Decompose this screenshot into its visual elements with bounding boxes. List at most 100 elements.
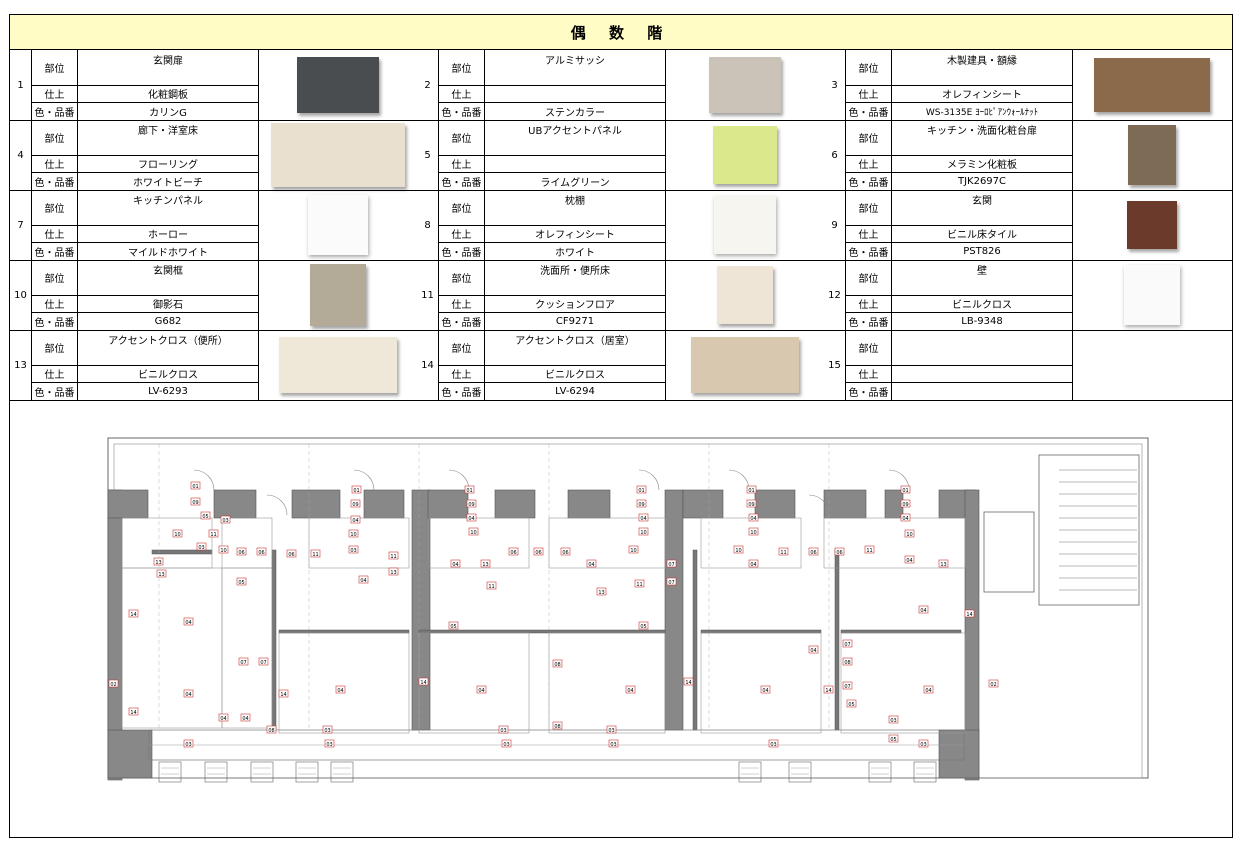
finish-tag-box	[266, 725, 277, 734]
block-divider	[10, 400, 417, 401]
finish-tag-label: 04	[352, 518, 358, 524]
finish-label: 仕上	[846, 85, 892, 102]
row-divider	[32, 172, 259, 173]
finish-tag-box	[450, 559, 461, 568]
finish-tag: 01	[190, 481, 201, 490]
finish-tag-label: 06	[288, 552, 294, 558]
finish-value: メラミン化粧板	[892, 155, 1073, 172]
finish-tag: 04	[748, 559, 759, 568]
finish-tag-box	[258, 657, 269, 666]
finish-tag-box	[733, 545, 744, 554]
finish-tag: 03	[324, 739, 335, 748]
finish-tag-label: 13	[390, 570, 396, 576]
ac-unit	[788, 761, 812, 783]
finish-tag-label: 04	[242, 716, 248, 722]
part-label: 部位	[846, 120, 892, 155]
finish-tag-label: 09	[748, 502, 754, 508]
finish-tag: 04	[240, 713, 251, 722]
finish-tag-box	[625, 685, 636, 694]
ac-unit	[868, 761, 892, 783]
finish-tag-label: 05	[450, 624, 456, 630]
finish-tag-label: 06	[836, 550, 842, 556]
color-value: ホワイトビーチ	[78, 172, 259, 190]
finish-tag-box	[636, 485, 647, 494]
finish-tag-label: 04	[627, 688, 633, 694]
part-label: 部位	[846, 260, 892, 295]
finish-tag: 07	[258, 657, 269, 666]
finish-tag-label: 08	[268, 728, 274, 734]
finish-tag-label: 04	[810, 648, 816, 654]
finish-tag-label: 04	[337, 688, 343, 694]
finish-tag-box	[476, 685, 487, 694]
row-divider	[32, 242, 259, 243]
row-divider	[846, 242, 1073, 243]
finish-tag-label: 10	[470, 530, 476, 536]
item-number: 13	[10, 330, 32, 400]
color-label: 色・品番	[439, 382, 485, 400]
finish-tag: 10	[748, 527, 759, 536]
finish-tag: 03	[501, 739, 512, 748]
finish-tag-box	[236, 577, 247, 586]
finish-tag: 05	[888, 734, 899, 743]
finish-tag: 04	[218, 713, 229, 722]
finish-tag-label: 10	[750, 530, 756, 536]
finish-tag-label: 05	[238, 580, 244, 586]
finish-value	[485, 155, 666, 172]
finish-tag-box	[918, 605, 929, 614]
finish-label: 仕上	[846, 225, 892, 242]
finish-tag: 09	[900, 499, 911, 508]
item-number: 5	[417, 120, 439, 190]
row-divider	[439, 382, 666, 383]
finish-tag: 14	[278, 689, 289, 698]
finish-tag-label: 10	[640, 530, 646, 536]
row-divider	[32, 365, 259, 366]
finish-tag-box	[683, 677, 694, 686]
finish-tag-label: 04	[588, 562, 594, 568]
finish-tag-label: 06	[810, 550, 816, 556]
finish-tag-label: 03	[920, 742, 926, 748]
color-label: 色・品番	[32, 242, 78, 260]
finish-tag-label: 08	[554, 662, 560, 668]
finish-tag: 13	[388, 567, 399, 576]
finish-tag-label: 09	[352, 502, 358, 508]
finish-tag-label: 03	[500, 728, 506, 734]
finish-tag-box	[220, 515, 231, 524]
color-value: WS-3135E ﾖｰﾛﾋﾟｱﾝｳｫｰﾙﾅｯﾄ	[892, 102, 1073, 120]
finish-tag: 06	[834, 547, 845, 556]
color-label: 色・品番	[32, 102, 78, 120]
finish-tag-label: 05	[848, 702, 854, 708]
partition-wall	[692, 549, 698, 731]
finish-value: ビニル床タイル	[892, 225, 1073, 242]
door-swing	[568, 494, 590, 516]
finish-tag: 03	[888, 715, 899, 724]
item-number: 15	[824, 330, 846, 400]
finish-tag-label: 06	[258, 550, 264, 556]
finish-tag-label: 01	[902, 488, 908, 494]
finish-tag: 04	[918, 605, 929, 614]
finish-tag-box	[808, 645, 819, 654]
color-label: 色・品番	[32, 172, 78, 190]
door-swing	[638, 469, 660, 491]
finish-tag-box	[842, 681, 853, 690]
row-divider	[439, 365, 666, 366]
finish-tag: 06	[508, 547, 519, 556]
finish-tag-box	[938, 559, 949, 568]
finish-tag-box	[888, 734, 899, 743]
finish-tag-label: 04	[640, 516, 646, 522]
finish-tag-box	[904, 555, 915, 564]
finish-tag: 10	[218, 545, 229, 554]
finish-label: 仕上	[32, 225, 78, 242]
finish-tag-label: 06	[510, 550, 516, 556]
finish-tag-box	[533, 547, 544, 556]
finish-value: クッションフロア	[485, 295, 666, 312]
finish-tag-label: 06	[238, 550, 244, 556]
finish-tag: 10	[468, 527, 479, 536]
finish-tag: 04	[900, 513, 911, 522]
row-divider	[439, 295, 666, 296]
finish-tag-box	[638, 527, 649, 536]
block-divider	[417, 330, 824, 331]
finish-tag-label: 03	[326, 742, 332, 748]
material-swatch	[1127, 201, 1177, 249]
structural-wall	[494, 489, 536, 519]
door-swing	[193, 469, 215, 491]
